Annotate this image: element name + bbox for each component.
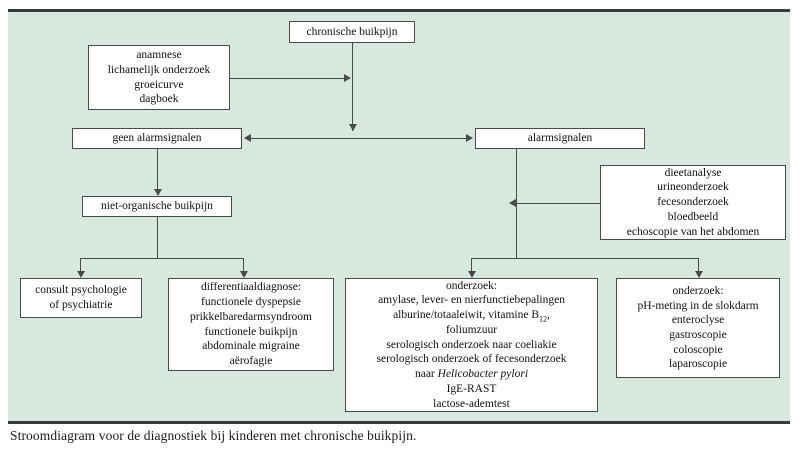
connector-branch-to-lab [471, 258, 472, 271]
arrowhead-psych-down [77, 271, 85, 278]
connector-basic-workup-to-trunk [516, 203, 600, 204]
history-line-2: lichamelijk onderzoek [107, 63, 211, 76]
arrowhead-chronic-down [349, 124, 357, 131]
lab-line-5: serologisch onderzoek of fecesonderzoek [376, 353, 567, 366]
differential-line-4: functionele buikpijn [204, 325, 298, 338]
node-chronic-pain[interactable]: chronische buikpijn [289, 21, 415, 43]
arrowhead-history-right [344, 74, 351, 82]
differential-line-1: differentiaaldiagnose: [200, 281, 302, 294]
node-no-alarm-label: geen alarmsignalen [112, 132, 202, 145]
diagram-panel: chronische buikpijn anamnese lichamelijk… [8, 12, 790, 421]
top-rule [8, 9, 790, 12]
basic-workup-line-3: fecesonderzoek [657, 196, 729, 209]
lab-line-7: IgE-RAST [446, 382, 497, 395]
lab-line-6-prefix: naar [414, 368, 438, 381]
differential-line-5: abdominale migraine [202, 340, 300, 353]
differential-line-3: prikkelbaredarmsyndroom [190, 310, 312, 323]
connector-branch-to-invasive [698, 258, 699, 271]
node-history[interactable]: anamnese lichamelijk onderzoek groeicurv… [88, 45, 230, 110]
node-chronic-pain-label: chronische buikpijn [306, 25, 398, 38]
arrowhead-non-organic-down [154, 189, 162, 196]
node-non-organic[interactable]: niet-organische buikpijn [82, 196, 232, 217]
invasive-line-6: laparoscopie [668, 358, 728, 371]
basic-workup-line-2: urineonderzoek [657, 181, 729, 194]
node-alarm-label: alarmsignalen [527, 132, 593, 145]
connector-alarm-trunk [516, 149, 517, 258]
lab-line-2-text: alburine/totaaleiwit, vitamine B [393, 309, 540, 322]
differential-line-6: aërofagie [229, 354, 273, 367]
lab-line-4: serologisch onderzoek naar coeliakie [386, 338, 557, 351]
history-line-4: dagboek [139, 93, 179, 106]
node-basic-workup-lines: dieetanalyse urineonderzoek fecesonderzo… [605, 166, 781, 240]
lab-line-1: amylase, lever- en nierfunctiebepalingen [378, 294, 565, 307]
invasive-line-4: gastroscopie [669, 329, 727, 341]
bottom-rule [8, 421, 790, 424]
psych-line-2: of psychiatrie [49, 299, 113, 311]
node-history-lines: anamnese lichamelijk onderzoek groeicurv… [93, 48, 225, 107]
invasive-line-5: coloscopie [673, 343, 723, 356]
basic-workup-line-5: echoscopie van het abdomen [626, 225, 760, 238]
connector-alarm-branch-bar [471, 258, 698, 259]
connector-non-organic-branch-bar [80, 258, 243, 259]
node-alarm[interactable]: alarmsignalen [475, 128, 645, 149]
lab-line-2: alburine/totaaleiwit, vitamine B12, [350, 308, 593, 323]
node-non-organic-label: niet-organische buikpijn [101, 200, 213, 213]
arrowhead-to-no-alarm [244, 134, 251, 142]
node-psych-referral-lines: consult psychologie of psychiatrie [25, 283, 137, 312]
node-no-alarm[interactable]: geen alarmsignalen [72, 128, 242, 149]
lab-line-2-subscript: 12 [539, 314, 548, 324]
connector-split-left [251, 138, 352, 139]
connector-split-right [352, 138, 466, 139]
lab-line-2-comma: , [547, 309, 550, 322]
connector-chronic-to-split [352, 43, 353, 131]
arrowhead-lab-down [468, 271, 476, 278]
arrowhead-basic-workup-left [509, 199, 516, 207]
invasive-line-1: onderzoek: [672, 284, 724, 297]
connector-non-organic-down [157, 217, 158, 258]
connector-no-alarm-to-non-organic [157, 149, 158, 189]
lab-line-3: foliumzuur [445, 323, 498, 336]
basic-workup-line-4: bloedbeeld [667, 210, 719, 223]
arrowhead-invasive-down [695, 271, 703, 278]
lab-line-6-organism: Helicobacter pylori [437, 368, 529, 381]
history-line-1: anamnese [136, 49, 182, 62]
node-differential-lines: differentiaaldiagnose: functionele dyspe… [173, 280, 329, 368]
node-lab-workup[interactable]: onderzoek: amylase, lever- en nierfuncti… [345, 278, 598, 412]
node-psych-referral[interactable]: consult psychologie of psychiatrie [20, 278, 142, 318]
node-invasive-workup-lines: onderzoek: pH-meting in de slokdarm ente… [621, 284, 775, 372]
basic-workup-line-1: dieetanalyse [664, 166, 722, 179]
psych-line-1: consult psychologie [35, 284, 127, 297]
arrowhead-to-alarm [466, 134, 473, 142]
connector-history-to-trunk [230, 78, 344, 79]
arrowhead-differential-down [240, 271, 248, 278]
invasive-line-2: pH-meting in de slokdarm [637, 299, 759, 312]
node-differential-diagnosis[interactable]: differentiaaldiagnose: functionele dyspe… [168, 278, 334, 371]
lab-title: onderzoek: [445, 279, 498, 292]
differential-line-2: functionele dyspepsie [201, 296, 301, 309]
figure-caption: Stroomdiagram voor de diagnostiek bij ki… [10, 428, 417, 443]
connector-branch-to-differential [243, 258, 244, 271]
connector-branch-to-psych [80, 258, 81, 271]
invasive-line-3: enteroclyse [671, 314, 725, 327]
lab-line-6: naar Helicobacter pylori [350, 367, 593, 382]
node-basic-workup[interactable]: dieetanalyse urineonderzoek fecesonderzo… [600, 165, 786, 240]
node-invasive-workup[interactable]: onderzoek: pH-meting in de slokdarm ente… [616, 278, 780, 378]
history-line-3: groeicurve [134, 78, 184, 91]
node-lab-workup-lines: onderzoek: amylase, lever- en nierfuncti… [350, 279, 593, 411]
lab-line-8: lactose-ademtest [433, 397, 510, 410]
